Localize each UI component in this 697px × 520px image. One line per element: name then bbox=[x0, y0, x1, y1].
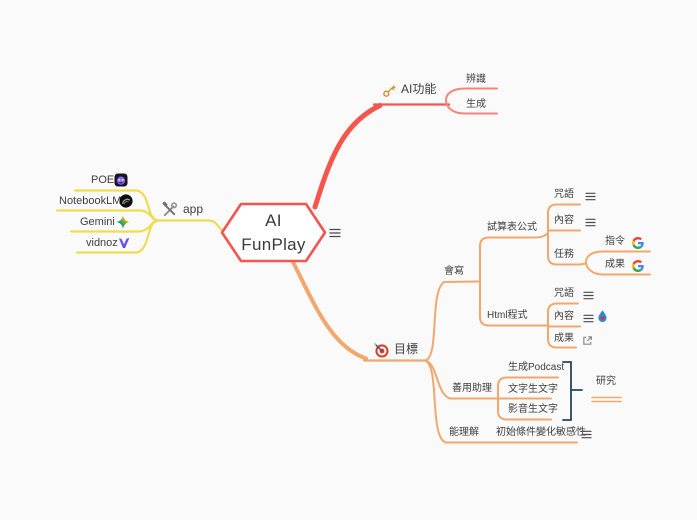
topic-gemini[interactable]: Gemini bbox=[80, 216, 115, 228]
topic-spreadsheet-content[interactable]: 內容 bbox=[554, 215, 574, 226]
central-topic-line2: FunPlay bbox=[241, 234, 306, 254]
topic-video-to-text[interactable]: 影音生文字 bbox=[508, 404, 558, 415]
google-icon[interactable] bbox=[632, 260, 644, 272]
droplet-icon[interactable] bbox=[596, 309, 609, 323]
topic-poe[interactable]: POE bbox=[91, 174, 115, 186]
topic-html-result[interactable]: 成果 bbox=[554, 333, 574, 344]
google-icon[interactable] bbox=[632, 237, 644, 249]
topic-html-content[interactable]: 內容 bbox=[554, 311, 574, 322]
topic-initial-condition-sensitivity[interactable]: 初始條件變化敏感性 bbox=[496, 427, 586, 438]
central-topic-shape[interactable] bbox=[220, 202, 327, 263]
topic-text-to-text[interactable]: 文字生文字 bbox=[508, 384, 558, 395]
notes-icon[interactable] bbox=[581, 430, 592, 439]
notes-icon[interactable] bbox=[585, 218, 596, 227]
topic-result-spreadsheet[interactable]: 成果 bbox=[605, 259, 625, 270]
topic-can-understand[interactable]: 能理解 bbox=[449, 427, 479, 438]
topic-task[interactable]: 任務 bbox=[554, 249, 574, 260]
app-branch-lines bbox=[55, 189, 225, 254]
topic-generate[interactable]: 生成 bbox=[466, 99, 486, 110]
topic-use-assistant[interactable]: 善用助理 bbox=[452, 383, 492, 394]
external-link-icon[interactable] bbox=[582, 335, 593, 346]
target-icon bbox=[374, 343, 389, 358]
topic-command[interactable]: 指令 bbox=[605, 236, 625, 247]
topic-can-write[interactable]: 會寫 bbox=[444, 266, 464, 277]
ai-branch-lines bbox=[312, 87, 498, 210]
topic-spreadsheet-spell[interactable]: 咒語 bbox=[554, 189, 574, 200]
notebooklm-icon bbox=[119, 194, 133, 208]
topic-recognize[interactable]: 辨識 bbox=[466, 74, 486, 85]
topic-notebooklm[interactable]: NotebookLM bbox=[59, 195, 122, 207]
topic-goal[interactable]: 目標 bbox=[394, 342, 419, 356]
notes-icon[interactable] bbox=[329, 228, 341, 238]
poe-icon bbox=[114, 173, 128, 187]
topic-generate-podcast[interactable]: 生成Podcast bbox=[508, 362, 565, 373]
topic-ai-features[interactable]: AI功能 bbox=[401, 82, 437, 96]
key-icon bbox=[383, 85, 396, 97]
gemini-icon bbox=[116, 215, 130, 229]
central-topic[interactable]: AI FunPlay bbox=[228, 209, 319, 257]
vidnoz-icon bbox=[118, 238, 130, 248]
summary-topic-research[interactable]: 研究 bbox=[596, 376, 616, 387]
tools-icon bbox=[162, 201, 178, 217]
goal-branch-lines bbox=[290, 203, 651, 444]
notes-icon[interactable] bbox=[583, 314, 594, 323]
summary-bracket[interactable] bbox=[562, 361, 583, 421]
central-topic-line1: AI bbox=[265, 211, 282, 230]
topic-spreadsheet-formula[interactable]: 試算表公式 bbox=[487, 222, 537, 233]
notes-icon[interactable] bbox=[585, 192, 596, 201]
topic-html-program[interactable]: Html程式 bbox=[487, 310, 528, 321]
topic-app[interactable]: app bbox=[183, 202, 204, 216]
topic-html-spell[interactable]: 咒語 bbox=[554, 288, 574, 299]
notes-icon[interactable] bbox=[583, 291, 594, 300]
topic-vidnoz[interactable]: vidnoz bbox=[86, 237, 118, 249]
